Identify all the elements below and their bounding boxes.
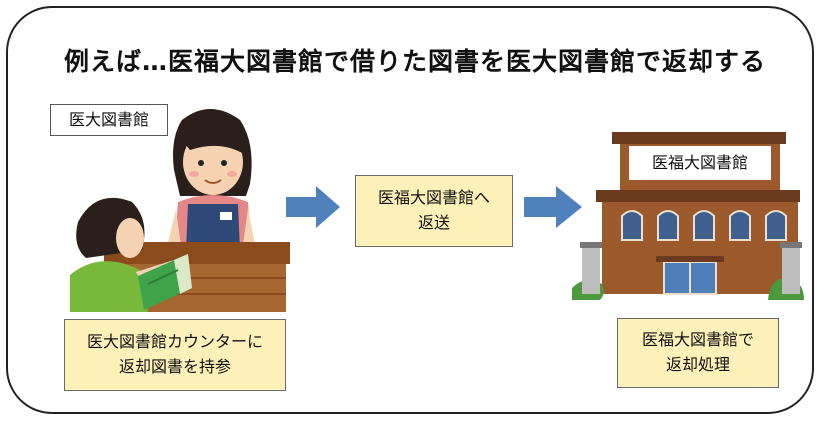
shipping-step-box: 医福大図書館へ 返送 bbox=[355, 175, 513, 247]
right-arrow-icon bbox=[524, 186, 582, 228]
counter-step-box: 医大図書館カウンターに 返却図書を持参 bbox=[64, 319, 286, 391]
book-icon bbox=[138, 254, 192, 310]
library-counter-illustration bbox=[70, 109, 290, 312]
source-library-label: 医大図書館 bbox=[50, 104, 168, 136]
processing-step-line1: 医福大図書館で bbox=[641, 330, 754, 350]
processing-step-box: 医福大図書館で 返却処理 bbox=[617, 318, 779, 388]
processing-step-line2: 返却処理 bbox=[665, 355, 730, 374]
counter-step-line1: 医大図書館カウンターに bbox=[86, 332, 263, 352]
destination-library-sign: 医福大図書館 bbox=[629, 146, 771, 180]
shipping-step-line2: 返送 bbox=[417, 213, 450, 232]
counter-step-line2: 返却図書を持参 bbox=[118, 357, 231, 376]
shipping-step-line1: 医福大図書館へ bbox=[377, 188, 490, 208]
librarian-figure bbox=[166, 109, 256, 252]
right-arrow-icon bbox=[286, 186, 340, 228]
diagram-title: 例えば…医福大図書館で借りた図書を医大図書館で返却する bbox=[64, 47, 767, 76]
